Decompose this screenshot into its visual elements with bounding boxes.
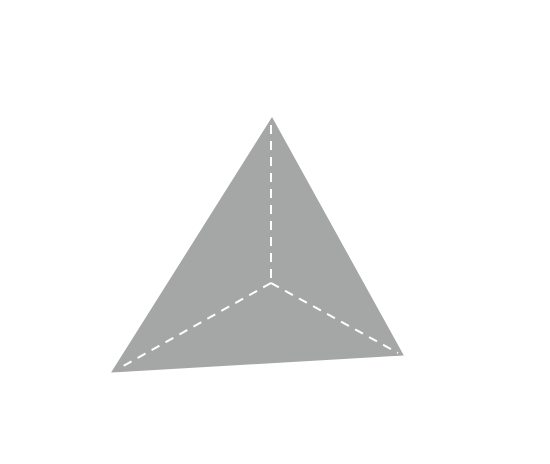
hidden-edge-left [117,282,272,370]
tetrahedron-face [111,117,404,373]
hidden-edge-right [270,282,399,354]
